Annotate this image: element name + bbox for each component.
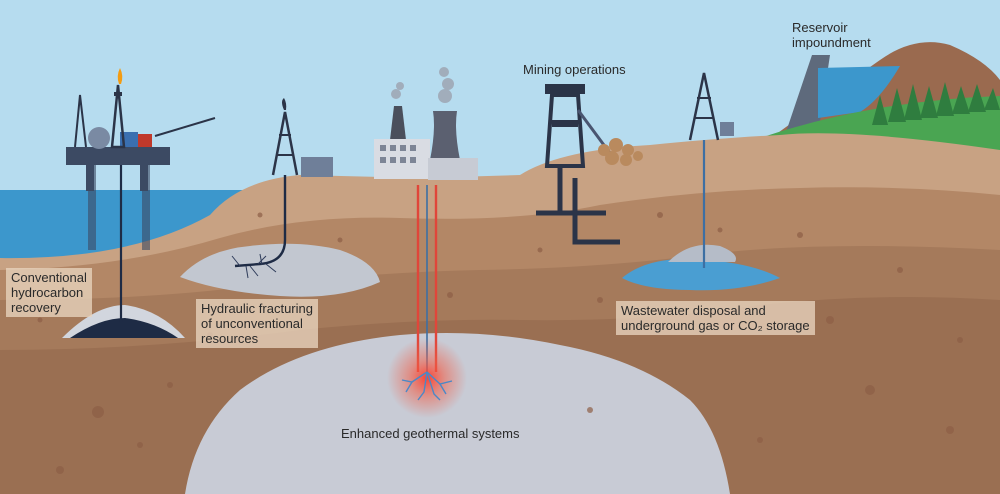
wastewater-aquifer (622, 259, 780, 291)
label-wastewater-disposal: Wastewater disposal and underground gas … (616, 301, 815, 335)
label-reservoir-line-1: Reservoir (792, 20, 848, 35)
label-wastewater-line-2: underground gas or CO₂ storage (621, 318, 810, 333)
label-hydraulic-fracturing: Hydraulic fracturing of unconventional r… (196, 299, 318, 348)
shale-formation (180, 243, 380, 297)
injection-derrick (688, 72, 734, 141)
label-conventional-line-1: Conventional (11, 270, 87, 285)
crystalline-basement (185, 332, 730, 494)
injected-fluid-plume (668, 244, 736, 262)
geothermal-power-plant (374, 67, 478, 180)
fracture-network (231, 253, 277, 279)
label-reservoir-impoundment: Reservoir impoundment (792, 20, 871, 50)
offshore-platform (66, 68, 216, 250)
label-fracking-line-3: resources (201, 331, 259, 346)
label-reservoir-line-2: impoundment (792, 35, 871, 50)
label-fracking-line-1: Hydraulic fracturing (201, 301, 313, 316)
fracking-derrick (271, 98, 333, 177)
heat-glow (387, 338, 467, 418)
horizontal-well-bore (234, 175, 287, 268)
label-mining-operations: Mining operations (523, 62, 626, 77)
label-conventional-line-2: hydrocarbon (11, 285, 84, 300)
subsurface-pebbles (37, 212, 963, 474)
pine-forest (872, 82, 1000, 125)
label-fracking-line-2: of unconventional (201, 316, 303, 331)
stimulated-fracture-zone (401, 371, 453, 401)
reservoir-water (818, 66, 900, 118)
label-conventional-hydrocarbon: Conventional hydrocarbon recovery (6, 268, 92, 317)
label-wastewater-line-1: Wastewater disposal and (621, 303, 766, 318)
label-enhanced-geothermal: Enhanced geothermal systems (341, 426, 520, 441)
label-conventional-line-3: recovery (11, 300, 61, 315)
mine-shaft (536, 84, 643, 245)
conventional-hydrocarbon-trap (70, 318, 178, 338)
